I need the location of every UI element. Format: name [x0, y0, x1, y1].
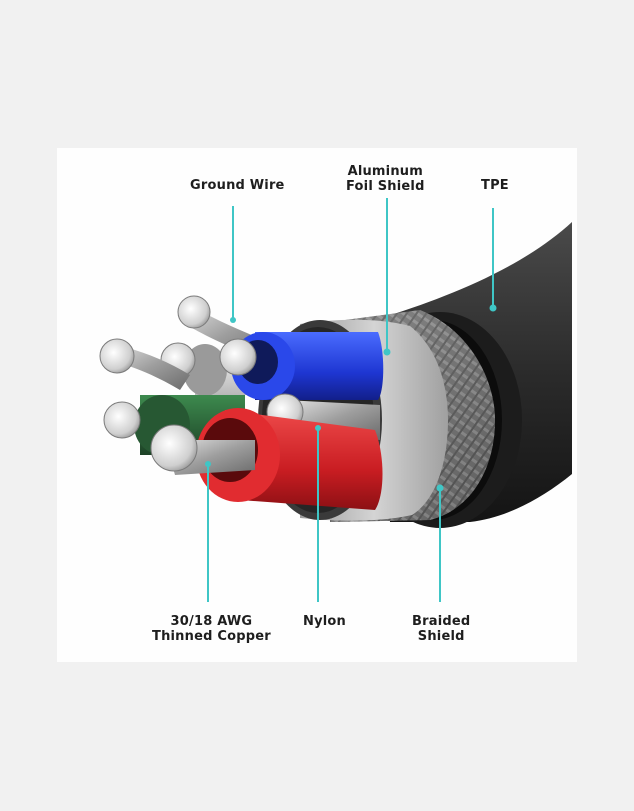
- label-awg-line1: 30/18 AWG: [170, 614, 253, 629]
- label-nylon: Nylon: [303, 614, 346, 629]
- label-aluminum-line2: Foil Shield: [346, 179, 425, 194]
- label-tpe-text: TPE: [481, 178, 509, 193]
- label-tpe: TPE: [481, 178, 509, 193]
- label-braided-line2: Shield: [417, 629, 465, 644]
- label-nylon-text: Nylon: [303, 614, 346, 629]
- foil-dot: [383, 348, 391, 356]
- blue-wire: [219, 332, 384, 400]
- label-aluminum-line1: Aluminum: [347, 164, 423, 179]
- leader-lines: [205, 198, 497, 602]
- label-aluminum-foil-shield: Aluminum Foil Shield: [346, 164, 425, 194]
- label-ground-wire-text: Ground Wire: [190, 178, 285, 193]
- awg-dot: [205, 461, 211, 467]
- tpe-dot: [489, 304, 497, 312]
- label-ground-wire: Ground Wire: [190, 178, 285, 193]
- braided-dot: [436, 484, 444, 492]
- copper-conductor: [150, 424, 198, 472]
- ground-wire-dot: [230, 317, 236, 323]
- label-braided-line1: Braided: [412, 614, 471, 629]
- label-braided-shield: Braided Shield: [412, 614, 470, 644]
- label-awg-line2: Thinned Copper: [152, 629, 271, 644]
- nylon-dot: [315, 425, 321, 431]
- label-awg-copper: 30/18 AWG Thinned Copper: [152, 614, 271, 644]
- left-strand: [99, 338, 190, 390]
